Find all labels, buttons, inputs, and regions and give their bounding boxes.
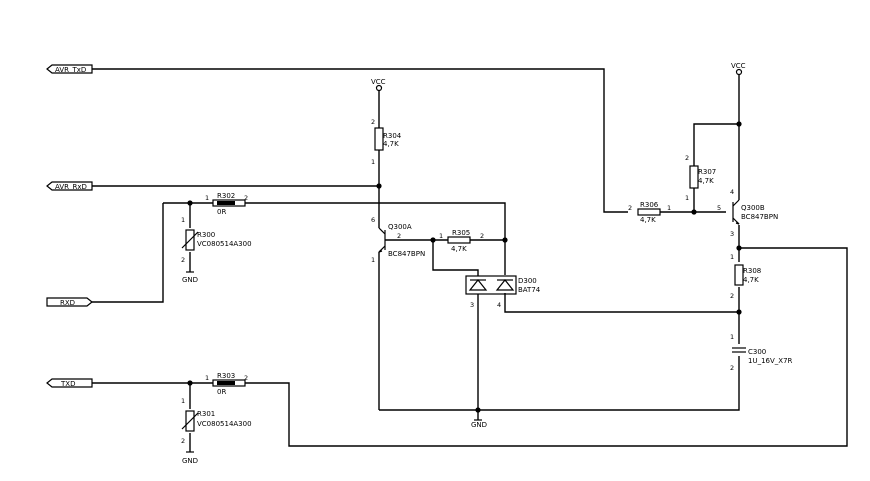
resistor-r302: R302 0R 1 2 bbox=[205, 192, 248, 216]
gnd-r301: GND bbox=[182, 451, 198, 465]
svg-text:0R: 0R bbox=[217, 208, 226, 216]
gnd-r300: GND bbox=[182, 271, 198, 284]
resistor-r308: R308 4,7K 1 2 bbox=[730, 253, 761, 300]
port-avr-rxd: AVR_RxD bbox=[46, 181, 93, 191]
capacitor-c300: C300 1U_16V_X7R 1 2 bbox=[730, 333, 793, 372]
svg-text:2: 2 bbox=[628, 204, 632, 212]
svg-text:4,7K: 4,7K bbox=[451, 245, 467, 253]
svg-text:1: 1 bbox=[730, 333, 734, 341]
svg-text:1U_16V_X7R: 1U_16V_X7R bbox=[748, 357, 793, 365]
svg-text:2: 2 bbox=[730, 364, 734, 372]
svg-text:2: 2 bbox=[685, 154, 689, 162]
svg-text:2: 2 bbox=[181, 256, 185, 264]
svg-text:R306: R306 bbox=[640, 201, 659, 209]
svg-text:2: 2 bbox=[244, 374, 248, 382]
svg-text:GND: GND bbox=[182, 276, 198, 284]
svg-text:4,7K: 4,7K bbox=[383, 140, 399, 148]
svg-text:1: 1 bbox=[667, 204, 671, 212]
svg-text:Q300A: Q300A bbox=[388, 223, 412, 231]
svg-text:R307: R307 bbox=[698, 168, 716, 176]
svg-text:1: 1 bbox=[439, 232, 443, 240]
svg-text:4: 4 bbox=[497, 301, 501, 309]
varistor-r300: R300 VC080514A300 1 2 bbox=[181, 216, 252, 264]
svg-text:1: 1 bbox=[205, 374, 209, 382]
svg-text:6: 6 bbox=[371, 216, 375, 224]
svg-text:GND: GND bbox=[182, 457, 198, 465]
resistor-r307: R307 4,7K 2 1 bbox=[685, 154, 716, 202]
svg-text:R308: R308 bbox=[743, 267, 761, 275]
svg-text:2: 2 bbox=[181, 437, 185, 445]
svg-text:AVR_RxD: AVR_RxD bbox=[55, 183, 87, 191]
svg-text:1: 1 bbox=[181, 397, 185, 405]
port-avr-txd: AVR_TxD bbox=[46, 64, 93, 74]
svg-text:VC080514A300: VC080514A300 bbox=[197, 420, 252, 428]
gnd-main: GND bbox=[471, 419, 487, 429]
transistor-q300a: Q300A BC847BPN 6 2 1 bbox=[371, 216, 425, 264]
svg-text:2: 2 bbox=[730, 292, 734, 300]
svg-text:1: 1 bbox=[730, 253, 734, 261]
svg-text:4,7K: 4,7K bbox=[743, 276, 759, 284]
varistor-r301: R301 VC080514A300 1 2 bbox=[181, 397, 252, 445]
svg-text:C300: C300 bbox=[748, 348, 766, 356]
svg-text:BC847BPN: BC847BPN bbox=[388, 250, 425, 258]
svg-text:0R: 0R bbox=[217, 388, 226, 396]
svg-text:1: 1 bbox=[371, 256, 375, 264]
svg-text:VCC: VCC bbox=[731, 62, 746, 70]
wires bbox=[92, 68, 848, 452]
svg-text:R300: R300 bbox=[197, 231, 215, 239]
resistor-r303: R303 0R 1 2 bbox=[205, 372, 248, 396]
svg-text:5: 5 bbox=[717, 204, 721, 212]
svg-text:1: 1 bbox=[205, 194, 209, 202]
svg-text:R303: R303 bbox=[217, 372, 235, 380]
svg-text:TXD: TXD bbox=[60, 380, 75, 388]
svg-text:R302: R302 bbox=[217, 192, 235, 200]
port-txd: TXD bbox=[46, 378, 93, 388]
svg-text:1: 1 bbox=[371, 158, 375, 166]
vcc-right: VCC bbox=[731, 62, 746, 76]
svg-text:BC847BPN: BC847BPN bbox=[741, 213, 778, 221]
svg-text:4,7K: 4,7K bbox=[698, 177, 714, 185]
svg-text:RXD: RXD bbox=[60, 299, 75, 307]
svg-text:AVR_TxD: AVR_TxD bbox=[55, 66, 86, 74]
svg-text:2: 2 bbox=[397, 232, 401, 240]
junctions bbox=[187, 121, 742, 413]
svg-text:1: 1 bbox=[685, 194, 689, 202]
svg-text:4,7K: 4,7K bbox=[640, 216, 656, 224]
svg-text:GND: GND bbox=[471, 421, 487, 429]
svg-text:D300: D300 bbox=[518, 277, 537, 285]
svg-text:R304: R304 bbox=[383, 132, 402, 140]
resistor-r304: R304 4,7K 2 1 bbox=[371, 118, 402, 166]
svg-text:2: 2 bbox=[371, 118, 375, 126]
svg-text:VCC: VCC bbox=[371, 78, 386, 86]
port-rxd: RXD bbox=[46, 297, 93, 307]
svg-text:3: 3 bbox=[730, 230, 734, 238]
resistor-r305: R305 4,7K 1 2 bbox=[439, 229, 484, 253]
svg-text:Q300B: Q300B bbox=[741, 204, 765, 212]
svg-text:1: 1 bbox=[181, 216, 185, 224]
vcc-left: VCC bbox=[371, 78, 386, 92]
svg-text:R305: R305 bbox=[452, 229, 470, 237]
resistor-r306: R306 4,7K 2 1 bbox=[628, 201, 671, 224]
diode-d300: D300 BAT74 3 4 bbox=[465, 275, 541, 309]
svg-text:3: 3 bbox=[470, 301, 474, 309]
svg-text:VC080514A300: VC080514A300 bbox=[197, 240, 252, 248]
svg-text:2: 2 bbox=[244, 194, 248, 202]
svg-text:R301: R301 bbox=[197, 410, 215, 418]
transistor-q300b: Q300B BC847BPN 4 5 3 bbox=[717, 188, 778, 238]
svg-text:BAT74: BAT74 bbox=[518, 286, 541, 294]
svg-text:2: 2 bbox=[480, 232, 484, 240]
svg-text:4: 4 bbox=[730, 188, 734, 196]
